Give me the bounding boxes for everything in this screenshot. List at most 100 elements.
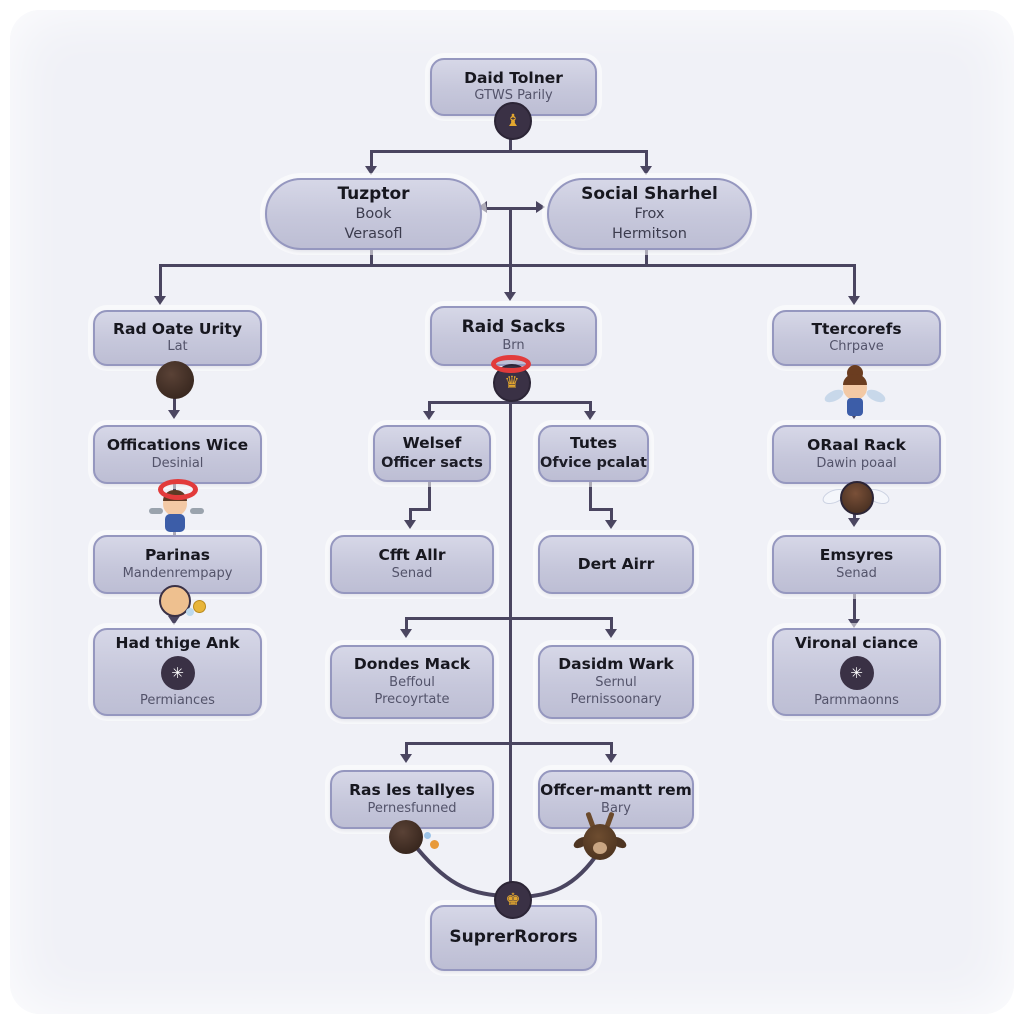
connector-line <box>159 264 856 267</box>
node-title: Ttercorefs <box>811 319 902 338</box>
arrowhead-down-icon <box>400 629 412 638</box>
connector-line <box>589 401 592 413</box>
node-line2: Ofvice pcalat <box>540 454 647 471</box>
node-title: Welsef <box>402 434 462 453</box>
node-title: Tutes <box>569 434 618 453</box>
connector-line <box>487 207 537 210</box>
arrowhead-down-icon <box>365 166 377 175</box>
node-subtitle: Desinial <box>151 455 204 471</box>
node-title: Emsyres <box>819 546 894 565</box>
arrowhead-down-icon <box>848 296 860 305</box>
node-title: Rad Oate Urity <box>113 319 242 338</box>
node-had-thige-ank: Had thige Ank ✳ Permiances <box>93 628 262 716</box>
arrowhead-left-icon <box>478 201 487 213</box>
node-vironal-ciance: Vironal ciance ✳ Parmmaonns <box>772 628 941 716</box>
angel-body <box>165 514 185 532</box>
afro-head <box>389 820 423 854</box>
node-line3: Verasofl <box>344 225 403 242</box>
asterisk-badge-icon: ✳ <box>839 656 874 691</box>
halo-icon <box>491 355 531 373</box>
angel-right-arm <box>190 508 204 514</box>
node-subtitle: Brn <box>502 338 525 354</box>
node-parinas: Parinas Mandenrempapy <box>93 535 262 594</box>
connector-line <box>853 264 856 298</box>
arrowhead-down-icon <box>605 754 617 763</box>
connector-line <box>370 246 373 266</box>
node-subtitle: Senad <box>391 565 433 581</box>
connector-line <box>405 617 408 631</box>
node-rad-oate-urity: Rad Oate Urity Lat <box>93 310 262 366</box>
node-subtitle: Dawin poaal <box>816 455 897 471</box>
badge-glyph: ♚ <box>505 890 521 910</box>
node-title: Social Sharhel <box>581 183 718 204</box>
arrowhead-down-icon <box>154 296 166 305</box>
connector-line <box>610 508 613 522</box>
node-title: Offications Wice <box>106 436 249 455</box>
connector-line <box>405 742 408 756</box>
node-line2: Beffoul <box>389 674 435 690</box>
node-title: Had thige Ank <box>115 633 240 652</box>
connector-line <box>509 130 512 152</box>
connector-line <box>589 508 613 511</box>
node-welsef: Welsef Officer sacts <box>373 425 491 482</box>
sparkle-dot <box>186 608 194 616</box>
node-title: Dert Airr <box>577 554 655 573</box>
node-title: Ras les tallyes <box>349 781 475 800</box>
node-subtitle: Parmmaonns <box>814 693 899 709</box>
arrowhead-down-icon <box>504 292 516 301</box>
girl-hair <box>843 374 867 385</box>
connector-line <box>409 508 412 522</box>
connector-line <box>853 590 856 622</box>
arrowhead-down-icon <box>400 754 412 763</box>
node-ttercorefs: Ttercorefs Chrpave <box>772 310 941 366</box>
node-cfft-allr: Cfft Allr Senad <box>330 535 494 594</box>
connector-line <box>428 478 431 510</box>
arrowhead-down-icon <box>640 166 652 175</box>
node-subtitle: Mandenrempapy <box>122 565 233 581</box>
arrowhead-down-icon <box>168 410 180 419</box>
angel-left-arm <box>149 508 163 514</box>
node-title: Dasidm Wark <box>558 655 674 674</box>
trophy-badge-icon: ♚ <box>494 881 532 919</box>
node-title: Parinas <box>144 546 211 565</box>
connector-line <box>509 208 512 265</box>
connector-trunk-line <box>509 398 512 882</box>
node-offications-wice: Offications Wice Desinial <box>93 425 262 484</box>
node-title: Raid Sacks <box>461 316 566 337</box>
node-title: Daid Tolner <box>464 68 563 87</box>
halo-icon <box>158 479 198 500</box>
arrowhead-down-icon <box>848 619 860 628</box>
node-dert-airr: Dert Airr <box>538 535 694 594</box>
arrowhead-down-icon <box>605 520 617 529</box>
node-line2: Sernul <box>595 674 637 690</box>
node-subtitle: Pernesfunned <box>367 800 457 816</box>
node-dondes-mack: Dondes Mack Beffoul Precoyrtate <box>330 645 494 719</box>
node-title: Vironal ciance <box>794 633 919 652</box>
node-title: SuprerRorors <box>449 927 578 948</box>
arrowhead-down-icon <box>168 616 180 625</box>
chess-bishop-badge-icon: ♝ <box>494 102 532 140</box>
connector-line <box>645 246 648 266</box>
node-dasidm-wark: Dasidm Wark Sernul Pernissoonary <box>538 645 694 719</box>
connector-line <box>610 742 613 756</box>
afro-head-character-icon <box>156 361 194 399</box>
connector-line <box>610 617 613 631</box>
connector-line <box>405 617 613 620</box>
node-subtitle: GTWS Parily <box>474 88 553 104</box>
node-line2: Officer sacts <box>381 454 483 471</box>
connector-line <box>428 401 592 404</box>
arrowhead-down-icon <box>404 520 416 529</box>
connector-line <box>428 401 431 413</box>
sparkle-dot <box>430 840 439 849</box>
node-line3: Precoyrtate <box>374 691 450 707</box>
arrowhead-down-icon <box>848 518 860 527</box>
node-title: ORaal Rack <box>807 436 906 455</box>
asterisk-badge-icon: ✳ <box>160 656 195 691</box>
connector-line <box>409 508 431 511</box>
node-subtitle: Bary <box>601 800 631 816</box>
girl-body <box>847 398 863 416</box>
connector-line <box>589 478 592 510</box>
arrowhead-right-icon <box>536 201 545 213</box>
node-subtitle: Lat <box>167 339 188 355</box>
